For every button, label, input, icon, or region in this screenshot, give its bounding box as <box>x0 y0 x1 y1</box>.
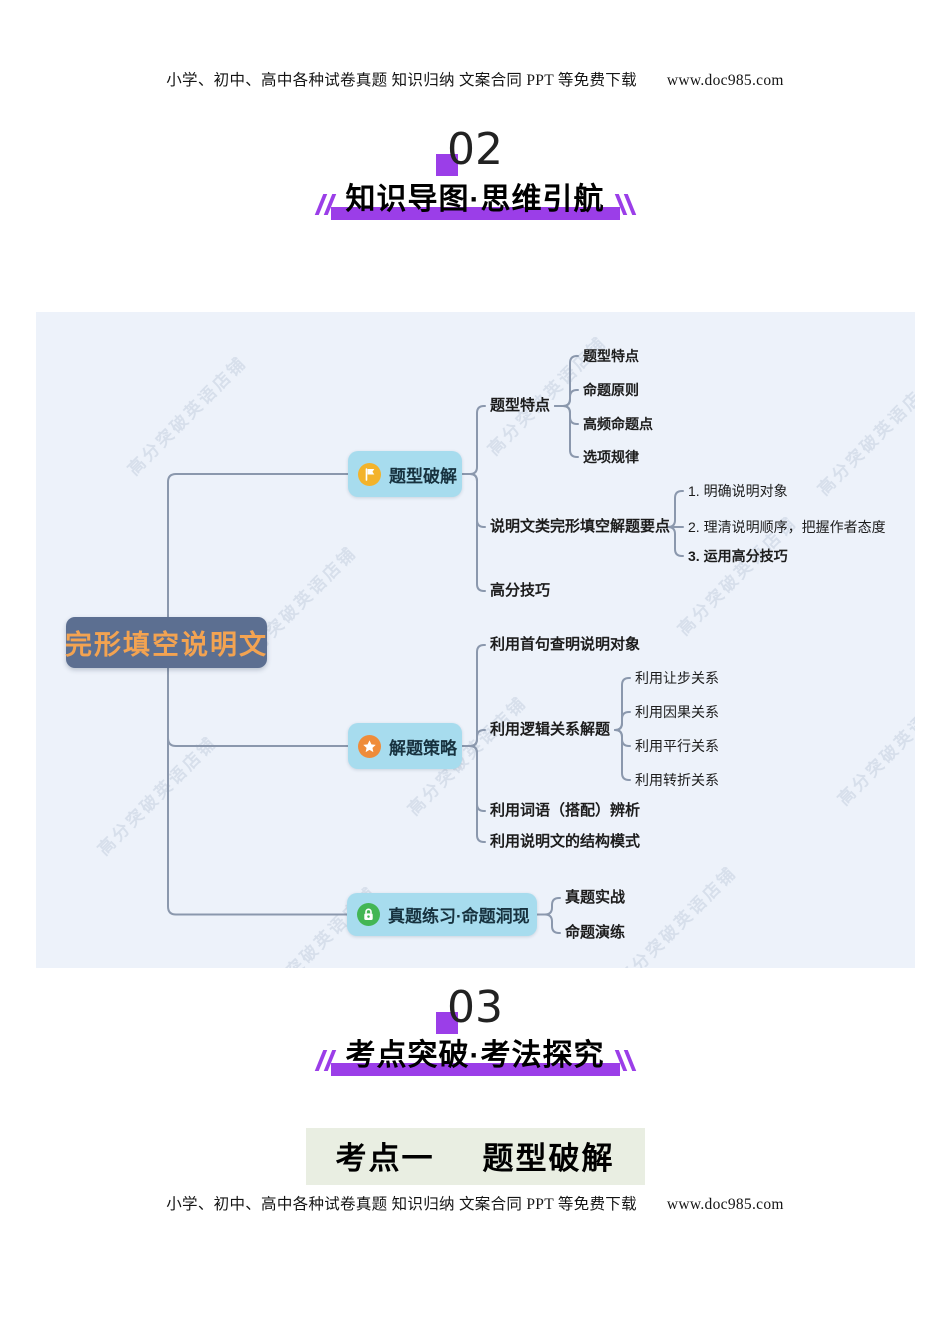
section-number-03: 03 <box>0 986 950 1034</box>
right-slashes-decoration <box>614 1050 636 1071</box>
mindmap-root-node: 完形填空说明文 <box>65 617 267 668</box>
mindmap-item: 利用词语（搭配）辨析 <box>490 802 641 819</box>
mindmap-item: 利用因果关系 <box>635 703 719 720</box>
purple-bar-decoration <box>330 1063 620 1076</box>
mindmap-item: 利用让步关系 <box>635 669 719 686</box>
mindmap-item: 题型特点 <box>583 347 639 364</box>
mindmap-canvas: 高分突破英语店铺高分突破英语店铺高分突破英语店铺高分突破英语店铺高分突破英语店铺… <box>36 312 915 968</box>
mindmap-item: 命题原则 <box>583 381 639 398</box>
section-title-02-text: 知识导图·思维引航 <box>345 183 605 216</box>
mindmap-item: 利用说明文的结构模式 <box>490 833 641 850</box>
kaodian-label: 考点一 <box>335 1141 435 1176</box>
purple-bar-decoration <box>330 207 620 220</box>
section-title-02: 知识导图·思维引航 <box>0 180 950 220</box>
footer-note-text: 小学、初中、高中各种试卷真题 知识归纳 文案合同 PPT 等免费下载 <box>166 1196 637 1213</box>
mindmap-item: 利用首句查明说明对象 <box>490 636 641 653</box>
header-note: 小学、初中、高中各种试卷真题 知识归纳 文案合同 PPT 等免费下载 www.do… <box>0 68 950 90</box>
mindmap-branch-b1: 题型破解 <box>348 451 462 497</box>
header-note-text: 小学、初中、高中各种试卷真题 知识归纳 文案合同 PPT 等免费下载 <box>166 72 637 89</box>
flag-icon <box>358 462 381 486</box>
mindmap-item: 高分技巧 <box>490 582 551 599</box>
kaodian-heading-row: 考点一 题型破解 <box>0 1128 950 1185</box>
footer-note-url: www.doc985.com <box>666 1196 784 1213</box>
mindmap-item: 选项规律 <box>583 448 639 465</box>
mindmap-branch-b3: 真题练习·命题洞现 <box>347 893 537 936</box>
purple-square-decoration <box>436 1012 458 1034</box>
mindmap-branch-label: 真题练习·命题洞现 <box>388 907 530 926</box>
lock-icon <box>357 903 380 926</box>
mindmap-item: 真题实战 <box>565 889 626 906</box>
purple-square-decoration <box>436 154 458 176</box>
section-title-03: 考点突破·考法探究 <box>0 1036 950 1076</box>
mindmap-item: 3. 运用高分技巧 <box>688 547 788 564</box>
mindmap-item: 说明文类完形填空解题要点 <box>490 518 671 535</box>
header-note-url: www.doc985.com <box>666 72 784 89</box>
kaodian-title: 题型破解 <box>482 1141 615 1176</box>
mindmap-item: 1. 明确说明对象 <box>688 482 788 499</box>
star-icon <box>358 734 381 758</box>
mindmap-branch-label: 解题策略 <box>389 738 457 758</box>
footer-note: 小学、初中、高中各种试卷真题 知识归纳 文案合同 PPT 等免费下载 www.do… <box>0 1192 950 1214</box>
section-number-02: 02 <box>0 128 950 176</box>
mindmap-item: 2. 理清说明顺序，把握作者态度 <box>688 518 886 535</box>
mindmap-connectors <box>167 355 684 934</box>
kaodian-heading: 考点一 题型破解 <box>305 1128 645 1185</box>
mindmap-branch-b2: 解题策略 <box>348 723 462 769</box>
mindmap-item: 高频命题点 <box>583 415 653 432</box>
mindmap-item: 利用平行关系 <box>635 737 719 754</box>
mindmap-item: 利用逻辑关系解题 <box>490 721 611 738</box>
mindmap-branch-label: 题型破解 <box>389 466 457 486</box>
mindmap-item: 题型特点 <box>490 397 551 414</box>
mindmap-item: 利用转折关系 <box>635 771 719 788</box>
mindmap-item: 命题演练 <box>565 924 626 941</box>
section-number-03-text: 03 <box>447 982 503 1033</box>
section-title-03-text: 考点突破·考法探究 <box>345 1039 605 1072</box>
section-number-02-text: 02 <box>447 124 503 175</box>
right-slashes-decoration <box>614 194 636 215</box>
